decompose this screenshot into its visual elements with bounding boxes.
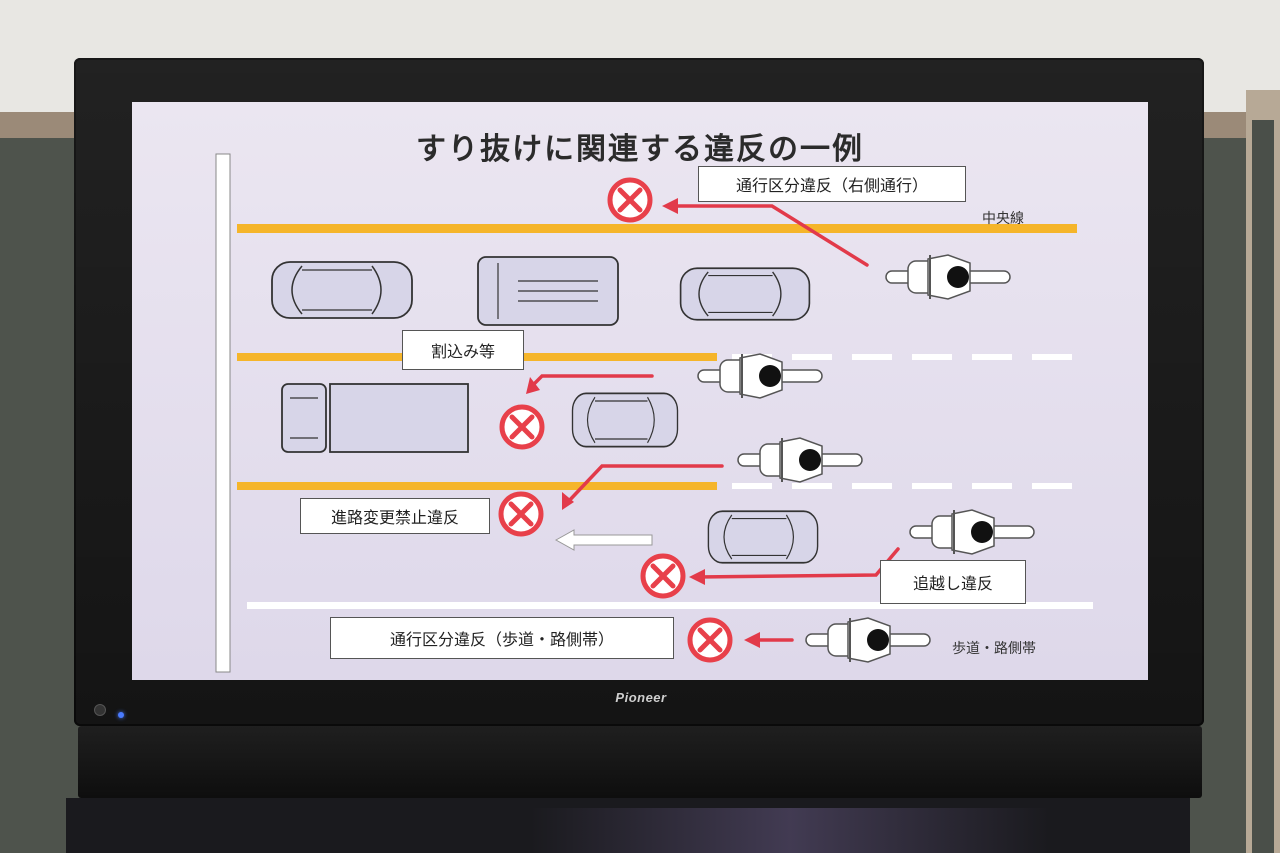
white-arrow-left — [554, 529, 653, 551]
label-right-side-violation: 通行区分違反（右側通行） — [698, 166, 966, 202]
stand-reflection — [530, 808, 1050, 853]
prohibition-icon — [502, 407, 542, 447]
arrow-heads — [526, 198, 760, 648]
power-button[interactable] — [94, 704, 106, 716]
slide-screen: すり抜けに関連する違反の一例 通行区分違反（右側通行） 中央線 割込み等 進路変… — [132, 102, 1148, 680]
prohibition-icon — [501, 494, 541, 534]
car-lane2 — [571, 392, 679, 448]
label-cutting-in: 割込み等 — [402, 330, 524, 370]
lane-line-dashed-2 — [732, 483, 1072, 489]
arrow-cutting-in — [528, 374, 654, 390]
center-line — [237, 224, 1077, 233]
road-edge-left — [215, 153, 231, 673]
car-lane3 — [707, 510, 819, 564]
label-lane-change-violation: 進路変更禁止違反 — [300, 498, 490, 534]
label-overtaking-violation: 追越し違反 — [880, 560, 1026, 604]
van-lane1 — [477, 256, 619, 326]
car-lane1-b — [679, 267, 811, 321]
arrow-right-side — [668, 204, 869, 267]
prohibition-icon — [643, 556, 683, 596]
sidewalk-line — [247, 602, 1093, 609]
motorcycle-1 — [885, 254, 1011, 300]
label-center-line: 中央線 — [982, 211, 1024, 227]
motorcycle-3 — [737, 437, 863, 483]
lane-line-dashed-1 — [732, 354, 1072, 360]
slide-title: すり抜けに関連する違反の一例 — [416, 132, 864, 167]
arrow-overtaking — [695, 547, 900, 579]
power-led-icon — [118, 712, 124, 718]
prohibition-icon — [610, 180, 650, 220]
label-sidewalk-violation: 通行区分違反（歩道・路側帯） — [330, 617, 674, 659]
motorcycle-5 — [805, 617, 931, 663]
truck — [281, 383, 469, 453]
door-frame-inner — [1252, 120, 1274, 853]
tv-brand-logo: Pioneer — [615, 690, 667, 705]
lane-line-yellow-2 — [237, 482, 717, 490]
motorcycle-4 — [909, 509, 1035, 555]
car-lane1-a — [271, 261, 413, 319]
prohibition-icon — [690, 620, 730, 660]
speaker-bar — [78, 726, 1202, 798]
tv-stand — [66, 798, 1190, 853]
label-sidewalk-shoulder: 歩道・路側帯 — [952, 641, 1036, 657]
arrow-lane-change — [564, 464, 724, 506]
